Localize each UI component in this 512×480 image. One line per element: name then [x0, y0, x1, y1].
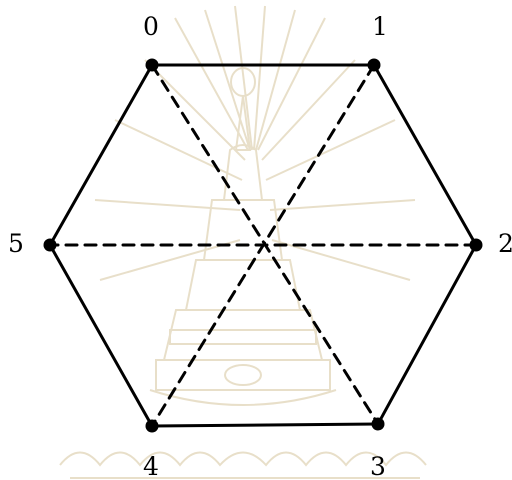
dashed-edges: [50, 65, 476, 426]
vertex-node-1: [368, 59, 381, 72]
solid-edge-2-3: [378, 245, 476, 424]
vertex-label-1: 1: [372, 12, 388, 41]
vertex-label-3: 3: [370, 452, 386, 480]
emblem-watermark: [60, 6, 426, 478]
watermark-rays: [95, 6, 415, 280]
vertex-label-0: 0: [143, 12, 159, 41]
watermark-stupa: [150, 68, 336, 405]
solid-edge-4-5: [50, 245, 152, 426]
vertex-node-3: [372, 418, 385, 431]
vertex-node-4: [146, 420, 159, 433]
vertex-node-2: [470, 239, 483, 252]
vertex-node-5: [44, 239, 57, 252]
solid-edge-5-0: [50, 65, 152, 245]
vertex-label-4: 4: [143, 452, 159, 480]
solid-edge-1-2: [374, 65, 476, 245]
vertex-label-2: 2: [498, 229, 512, 258]
solid-edge-3-4: [152, 424, 378, 426]
vertex-node-0: [146, 59, 159, 72]
vertex-label-5: 5: [8, 229, 24, 258]
